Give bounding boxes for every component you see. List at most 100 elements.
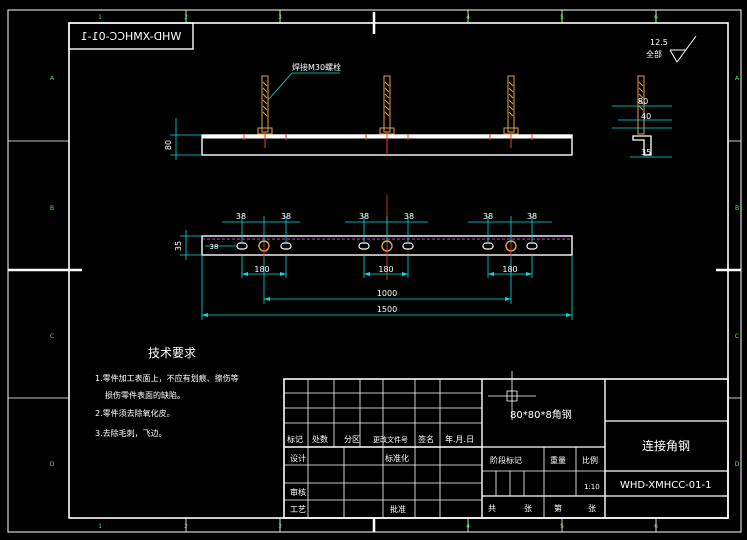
label-total: 共 <box>488 504 496 513</box>
label-design: 设计 <box>290 453 306 463</box>
slot-2 <box>280 242 292 250</box>
bolt-2 <box>379 75 395 135</box>
zone-ticks <box>8 10 741 532</box>
tech-req-heading: 技术要求 <box>148 346 196 360</box>
plan-dim-lines <box>180 216 573 320</box>
zone-bottom-4: 4 <box>466 523 470 530</box>
label-process: 工艺 <box>290 505 306 514</box>
title-block <box>283 371 729 519</box>
tech-req-item-1b: 损伤零件表面的缺陷。 <box>105 390 185 400</box>
zone-marks: 1 2 3 4 5 6 1 2 3 4 5 6 A B C D A B C D <box>50 14 740 530</box>
side-bolt <box>637 75 645 135</box>
roughness-label: 全部 <box>646 49 662 59</box>
label-count: 处数 <box>312 434 328 444</box>
slot-3 <box>358 242 370 250</box>
dim-38-1a: 38 <box>236 212 246 221</box>
dim-arrows <box>202 272 572 317</box>
angle-section <box>632 135 652 156</box>
cad-cursor <box>488 371 536 420</box>
zone-bottom-6: 6 <box>654 523 658 530</box>
dim-38-2a: 38 <box>359 212 369 221</box>
center-lines-front <box>243 132 533 155</box>
label-zone: 分区 <box>344 435 360 444</box>
label-signature: 签名 <box>418 434 434 444</box>
zone-left-d: D <box>50 461 55 468</box>
bolt-3 <box>503 75 519 135</box>
label-page: 第 <box>554 503 562 513</box>
slot-4 <box>402 242 414 250</box>
title-block-texts: 80*80*8角钢 连接角钢 WHD-XMHCC-01-1 1:10 标记 处数… <box>287 408 711 514</box>
dim-38-3a: 38 <box>483 212 493 221</box>
label-review: 审核 <box>290 487 306 497</box>
plan-view: 38 38 38 38 38 38 180 180 180 1000 1500 … <box>174 195 573 320</box>
zone-bottom-3: 3 <box>278 523 282 530</box>
slot-5 <box>482 242 494 250</box>
dim-side-35: 35 <box>641 148 651 157</box>
roughness-value: 12.5 <box>650 38 668 47</box>
dim-side-80: 80 <box>638 97 648 106</box>
label-mark: 标记 <box>287 434 303 444</box>
dim-1000: 1000 <box>377 289 397 298</box>
label-change-doc: 更改文件号 <box>373 435 408 444</box>
tech-req-item-3: 3.去除毛刺，飞边。 <box>95 428 167 438</box>
weld-note: 焊接M30螺栓 <box>292 62 341 72</box>
zone-top-3: 3 <box>278 14 282 21</box>
scale-value: 1:10 <box>584 483 600 491</box>
label-stage-mark: 阶段标记 <box>490 455 522 465</box>
dim-38-3b: 38 <box>527 212 537 221</box>
dim-180-2: 180 <box>378 265 393 274</box>
label-date: 年.月.日 <box>445 434 474 444</box>
label-sheet-2: 张 <box>588 504 596 513</box>
dim-38-small: 38 <box>210 243 219 251</box>
sheet-frame <box>7 9 742 533</box>
dim-38-1b: 38 <box>281 212 291 221</box>
zone-right-d: D <box>735 461 740 468</box>
material-text: 80*80*8角钢 <box>510 408 572 421</box>
dim-plan-height: 35 <box>174 241 183 251</box>
mirrored-part-no-box: WHD-XMHCC-01-1 <box>68 22 194 50</box>
slot-1 <box>236 242 248 250</box>
side-dim-texts: 80 40 35 <box>638 97 651 157</box>
dim-front-height <box>170 118 202 160</box>
zone-left-b: B <box>50 205 54 212</box>
front-view: 焊接M30螺栓 80 <box>164 62 573 160</box>
bolts-front <box>257 75 519 135</box>
zone-left-c: C <box>50 333 54 340</box>
zone-top-5: 5 <box>560 14 564 21</box>
zone-top-4: 4 <box>466 14 470 21</box>
dim-1500: 1500 <box>377 305 397 314</box>
label-standardize: 标准化 <box>385 453 409 463</box>
tech-req-item-2: 2.零件须去除氧化皮。 <box>95 408 175 418</box>
label-scale: 比例 <box>582 455 598 465</box>
zone-right-a: A <box>735 75 740 82</box>
label-weight: 重量 <box>550 455 566 465</box>
zone-bottom-1: 1 <box>98 523 102 530</box>
dim-38-2b: 38 <box>404 212 414 221</box>
bolt-1 <box>257 75 273 135</box>
side-dims <box>612 105 672 158</box>
zone-top-2: 2 <box>184 14 188 21</box>
zone-top-1: 1 <box>98 14 102 21</box>
dim-180-3: 180 <box>502 265 517 274</box>
zone-bottom-2: 2 <box>184 523 188 530</box>
dim-front-height-text: 80 <box>164 140 173 150</box>
outer-border <box>7 9 742 533</box>
mirrored-part-no: WHD-XMHCC-01-1 <box>81 30 182 43</box>
zone-left-a: A <box>50 75 55 82</box>
zone-right-c: C <box>735 333 739 340</box>
tech-req-item-1: 1.零件加工表面上，不应有划痕、擦伤等 <box>95 373 239 383</box>
zone-right-b: B <box>735 205 739 212</box>
roughness-symbol: 12.5 全部 <box>646 35 697 63</box>
drawing-no: WHD-XMHCC-01-1 <box>620 480 711 491</box>
label-approve: 批准 <box>390 504 406 514</box>
zone-bottom-5: 5 <box>560 523 564 530</box>
plan-dim-texts: 38 38 38 38 38 38 180 180 180 1000 1500 … <box>210 212 538 314</box>
zone-top-6: 6 <box>654 14 658 21</box>
dim-side-40: 40 <box>641 112 651 121</box>
dim-180-1: 180 <box>254 265 269 274</box>
part-name: 连接角钢 <box>642 438 690 453</box>
bolt-heads <box>258 240 517 252</box>
slot-6 <box>526 242 538 250</box>
